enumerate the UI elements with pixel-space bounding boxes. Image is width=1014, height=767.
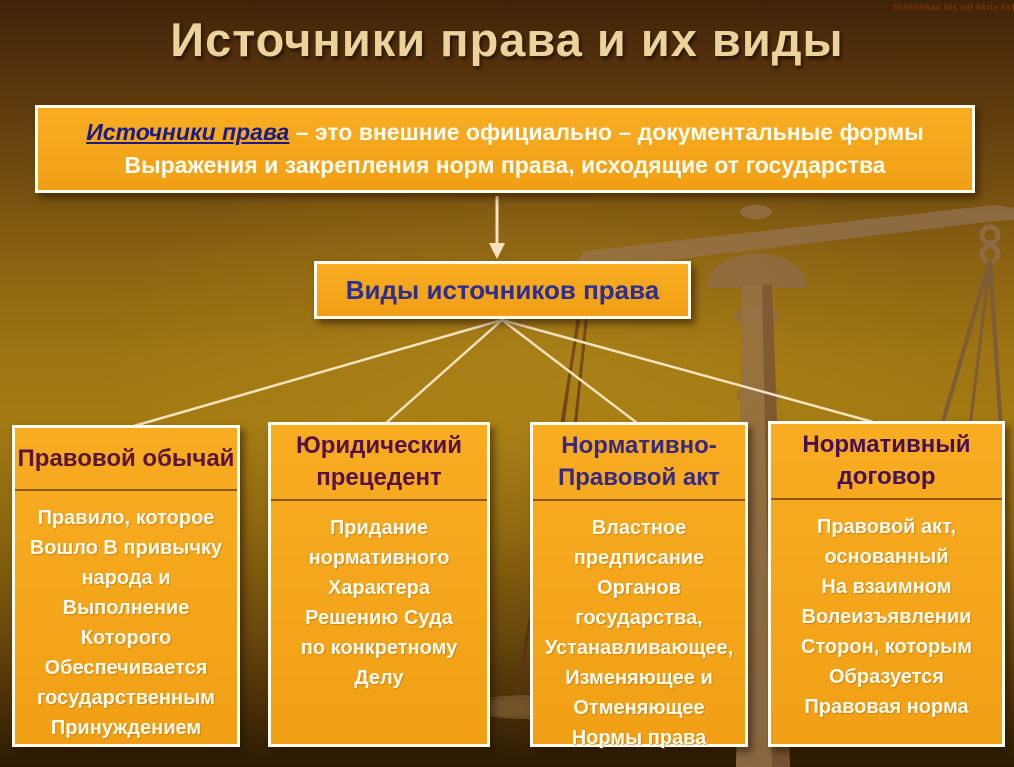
type-box-title: Правовой обычай	[15, 428, 237, 491]
type-box-title: Нормативный договор	[771, 424, 1002, 500]
definition-rest: – это внешние официально – документальны…	[289, 119, 924, 145]
type-box-body: Властное предписание Органов государства…	[544, 517, 734, 749]
type-box-title: Юридический прецедент	[271, 425, 487, 501]
type-box-judicial-precedent: Юридический прецедент Придание нормативн…	[268, 422, 490, 747]
definition-line-1: Источники права – это внешние официально…	[86, 116, 923, 149]
watermark-text: hhhhhhhad fds sdf hkrte hsfdgh	[893, 3, 1014, 12]
scales-pivot-dome	[706, 253, 808, 288]
type-box-body: Придание нормативного Характера Решению …	[300, 517, 458, 689]
scales-ring	[979, 224, 1001, 246]
scales-knob	[740, 205, 772, 219]
fan-line-3	[501, 319, 638, 424]
root-node-types-of-sources: Виды источников права	[314, 261, 691, 319]
fan-line-1	[133, 318, 503, 428]
definition-line-2: Выражения и закрепления норм права, исхо…	[124, 152, 886, 178]
scales-beam	[575, 205, 1014, 270]
definition-box: Источники права – это внешние официально…	[35, 105, 975, 193]
fan-line-2	[385, 319, 503, 424]
type-box-normative-contract: Нормативный договор Правовой акт, основа…	[768, 421, 1005, 747]
page-title: Источники права и их виды	[170, 13, 844, 66]
root-node-label: Виды источников права	[345, 274, 660, 305]
definition-term: Источники права	[86, 119, 290, 145]
type-box-legal-custom: Правовой обычай Правило, которое Вошло В…	[12, 425, 240, 747]
fan-line-4	[501, 318, 874, 424]
type-box-body: Правовой акт, основанный На взаимном Вол…	[800, 516, 973, 718]
type-box-title: Нормативно- Правовой акт	[533, 425, 745, 501]
arrow-head-icon	[489, 243, 505, 259]
type-box-normative-legal-act: Нормативно- Правовой акт Властное предпи…	[530, 422, 748, 749]
type-box-body: Правило, которое Вошло В привычку народа…	[29, 507, 223, 739]
